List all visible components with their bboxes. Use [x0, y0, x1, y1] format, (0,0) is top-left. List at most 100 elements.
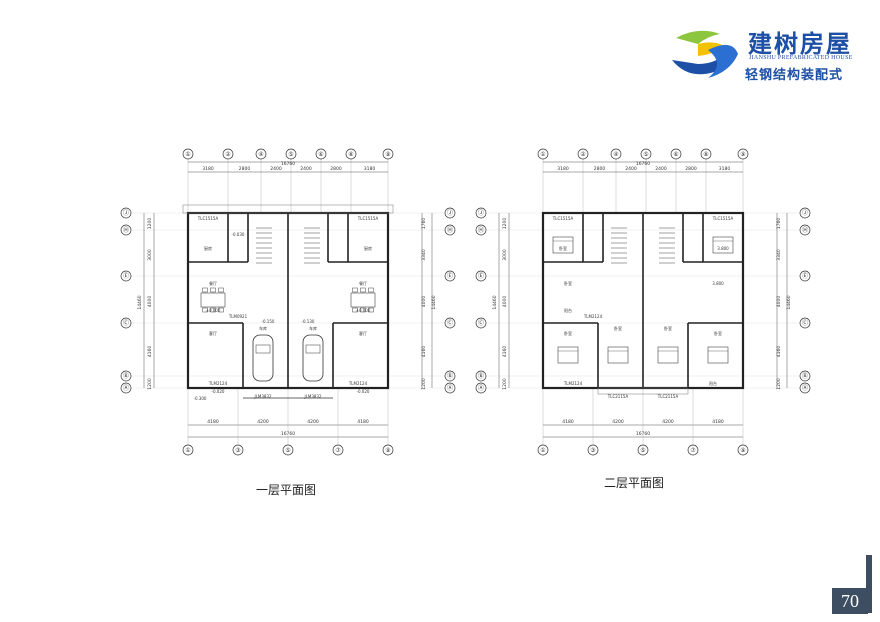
chair — [218, 287, 224, 293]
room-label: 厨房 — [364, 245, 372, 251]
dim-right: 1760 — [776, 218, 782, 230]
logo-mark-icon — [672, 30, 738, 78]
axis-label: ① — [540, 447, 545, 454]
dim-left: 4160 — [502, 346, 508, 358]
axis-label: ⑤ — [643, 151, 648, 158]
axis-label: Ⓗ — [123, 226, 129, 234]
dim-top: 2800 — [685, 166, 697, 172]
dim-bottom: 4180 — [357, 419, 369, 425]
dim-bottom: 4200 — [257, 419, 269, 425]
room-label: 客厅 — [359, 330, 367, 336]
axis-bubble — [182, 444, 194, 456]
axis-label: Ⓑ — [802, 372, 808, 380]
axis-bubble — [799, 317, 811, 329]
dim-right: 4160 — [776, 346, 782, 358]
dim-top: 2800 — [239, 166, 251, 172]
axis-bubble — [799, 224, 811, 236]
bed — [657, 346, 679, 364]
axis-label: ⑧ — [348, 151, 353, 158]
axis-label: Ⓙ — [478, 209, 484, 217]
dim-total-top: 16760 — [636, 161, 650, 167]
room-label: JLM3832 — [303, 394, 321, 399]
axis-label: ⑨ — [740, 447, 745, 454]
axis-bubble — [475, 207, 487, 219]
room-label: 阳台 — [564, 307, 572, 313]
dim-left: 4000 — [147, 296, 153, 308]
axis-bubble — [120, 317, 132, 329]
axis-label: ⑤ — [288, 151, 293, 158]
axis-label: ② — [580, 151, 586, 158]
room-label: -0.030 — [232, 232, 245, 237]
axis-bubble — [120, 270, 132, 282]
dim-top: 2800 — [330, 166, 342, 172]
axis-label: Ⓑ — [123, 372, 129, 380]
dim-right: 1200 — [776, 378, 782, 390]
room-label: 卧室 — [564, 280, 572, 286]
dim-bottom: 4180 — [712, 419, 724, 425]
dim-bottom: 4180 — [562, 419, 574, 425]
dim-bottom: 4200 — [307, 419, 319, 425]
room-label: JLM3832 — [253, 394, 271, 399]
car-window — [255, 344, 271, 354]
axis-label: Ⓙ — [802, 209, 808, 217]
room-label: 餐厅 — [209, 280, 217, 286]
axis-bubble — [120, 224, 132, 236]
bed — [557, 346, 579, 364]
page-number-strip — [866, 555, 872, 613]
axis-bubble — [332, 444, 344, 456]
axis-label: Ⓑ — [478, 372, 484, 380]
axis-label: Ⓒ — [478, 319, 484, 327]
room-label: ±0.000 — [206, 308, 221, 313]
axis-label: Ⓐ — [802, 384, 808, 392]
dim-left: 3000 — [502, 249, 508, 261]
axis-label: Ⓒ — [802, 319, 808, 327]
axis-label: Ⓐ — [478, 384, 484, 392]
dining-table — [350, 292, 376, 308]
axis-bubble — [120, 207, 132, 219]
axis-bubble — [475, 224, 487, 236]
bed — [552, 236, 574, 254]
axis-bubble — [444, 270, 456, 282]
chair — [360, 287, 366, 293]
dim-top: 3180 — [719, 166, 731, 172]
dim-right: 4000 — [421, 296, 427, 308]
axis-bubble — [345, 148, 357, 160]
dim-total-top: 16760 — [281, 161, 295, 167]
axis-bubble — [382, 148, 394, 160]
dim-left: 1200 — [502, 218, 508, 230]
axis-bubble — [799, 207, 811, 219]
room-label: 卧室 — [664, 325, 672, 331]
axis-label: ⑤ — [640, 447, 645, 454]
axis-label: Ⓑ — [447, 372, 453, 380]
axis-label: Ⓒ — [447, 319, 453, 327]
chair — [202, 287, 208, 293]
axis-bubble — [475, 382, 487, 394]
dining-table — [200, 292, 226, 308]
dim-left-total: 14460 — [492, 295, 498, 309]
axis-bubble — [799, 270, 811, 282]
dim-right: 4000 — [776, 296, 782, 308]
dim-right: 4160 — [421, 346, 427, 358]
chair — [368, 307, 374, 313]
axis-label: ⑦ — [335, 447, 341, 454]
axis-bubble — [587, 444, 599, 456]
axis-bubble — [537, 444, 549, 456]
axis-bubble — [640, 148, 652, 160]
dim-left: 3000 — [147, 249, 153, 261]
axis-bubble — [120, 370, 132, 382]
balcony — [597, 387, 689, 395]
axis-bubble — [799, 370, 811, 382]
chair — [352, 287, 358, 293]
axis-label: ① — [185, 447, 190, 454]
axis-label: Ⓗ — [478, 226, 484, 234]
chair — [210, 307, 216, 313]
room-label: ±0.000 — [356, 308, 371, 313]
chair — [202, 307, 208, 313]
room-label: 卧室 — [614, 325, 622, 331]
dim-top: 3180 — [557, 166, 569, 172]
bed — [607, 346, 629, 364]
page-number: 70 — [832, 588, 868, 614]
room-label: 阳台 — [709, 380, 717, 386]
